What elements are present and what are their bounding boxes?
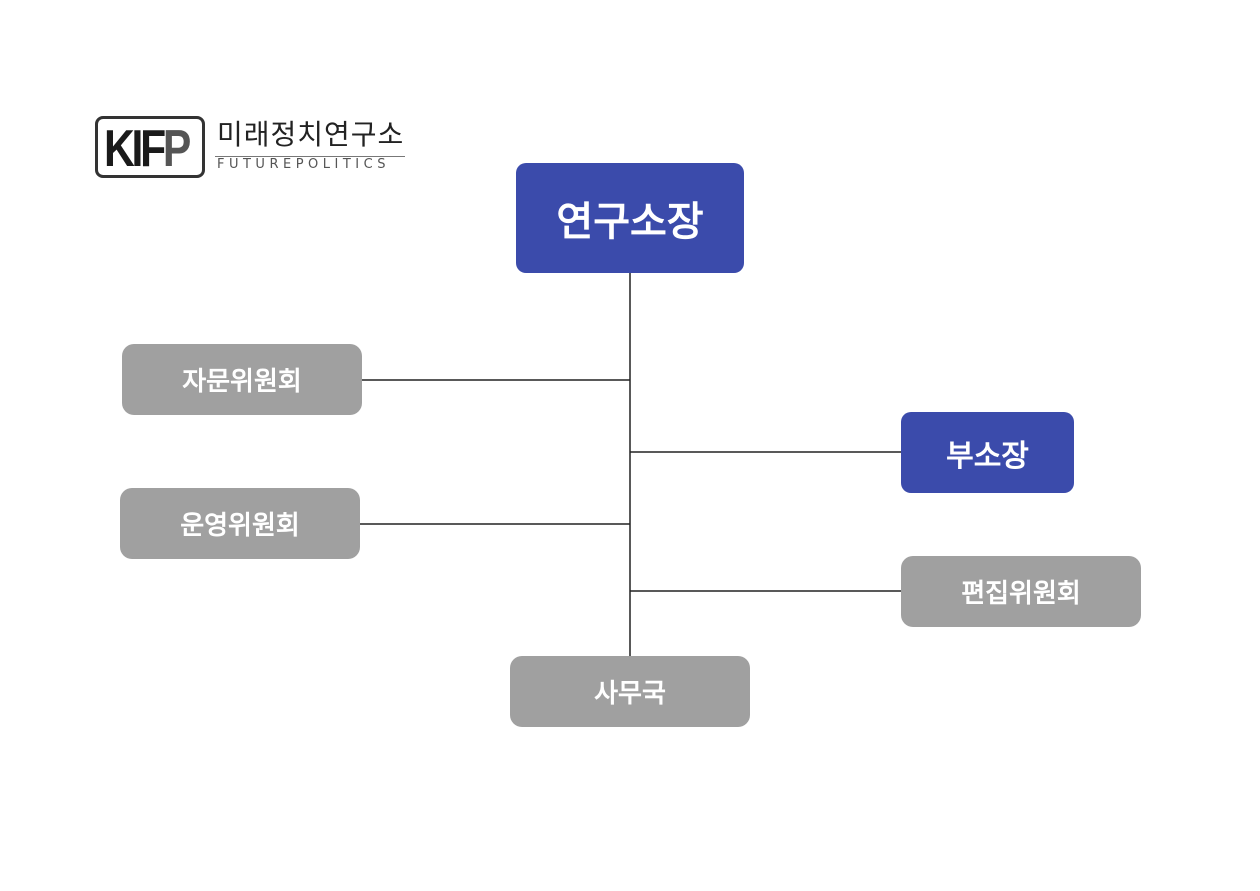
logo-mark-p: P xyxy=(162,120,191,178)
node-director-label: 연구소장 xyxy=(556,199,704,245)
logo-mark-kif: KIF xyxy=(104,120,166,178)
node-deputy-director: 부소장 xyxy=(901,412,1074,493)
node-deputy-director-label: 부소장 xyxy=(946,438,1029,474)
logo-mark: KIFP xyxy=(95,116,205,178)
node-advisory-committee-label: 자문위원회 xyxy=(182,367,302,397)
logo-name: 미래정치연구소 xyxy=(217,118,405,151)
logo-subtitle: FUTUREPOLITICS xyxy=(217,157,390,172)
node-steering-committee: 운영위원회 xyxy=(120,488,360,559)
node-advisory-committee: 자문위원회 xyxy=(122,344,362,415)
logo-divider xyxy=(215,156,405,157)
node-editorial-committee-label: 편집위원회 xyxy=(961,579,1081,609)
kifp-logo: KIFP 미래정치연구소 FUTUREPOLITICS xyxy=(95,116,415,184)
node-secretariat-label: 사무국 xyxy=(594,679,666,709)
logo-mark-text: KIFP xyxy=(104,120,191,178)
node-steering-committee-label: 운영위원회 xyxy=(180,511,300,541)
node-director: 연구소장 xyxy=(516,163,744,273)
node-secretariat: 사무국 xyxy=(510,656,750,727)
node-editorial-committee: 편집위원회 xyxy=(901,556,1141,627)
